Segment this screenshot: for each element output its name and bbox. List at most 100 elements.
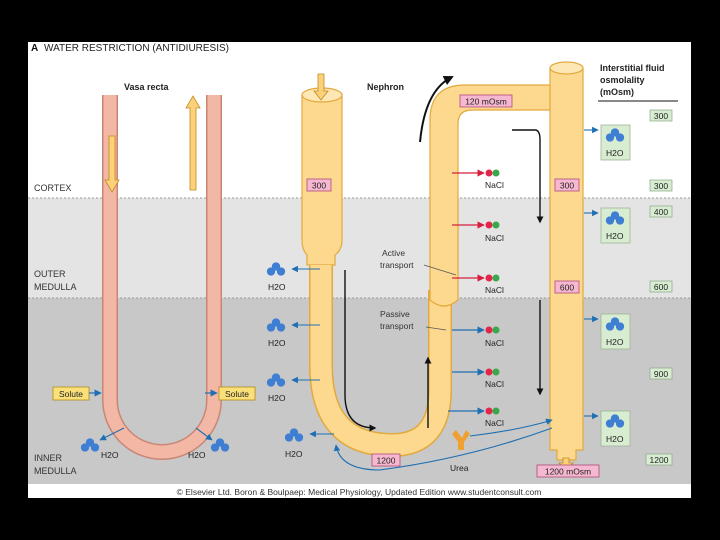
interstitial-box-2 xyxy=(649,179,673,192)
inner-medulla-zone xyxy=(28,298,691,484)
active-transport-label-1: Active xyxy=(382,248,405,258)
nacl-active-1: NaCl xyxy=(452,169,504,190)
vasa-up-arrow xyxy=(185,95,201,191)
flow-arrow-top xyxy=(419,75,454,143)
na-dot-active-2 xyxy=(485,221,493,229)
interstitial-value-4: 600 xyxy=(654,282,668,292)
water-label-cd-2: H2O xyxy=(606,231,624,241)
water-label-cd-3: H2O xyxy=(606,337,624,347)
interstitial-header-2: osmolality xyxy=(600,75,645,85)
descending-water-3: H2O xyxy=(266,373,320,403)
copyright-line: © Elsevier Ltd. Boron & Boulpaep: Medica… xyxy=(177,487,542,497)
inner-medulla-label-2: MEDULLA xyxy=(34,466,77,476)
inner-medulla-label-1: INNER xyxy=(34,453,63,463)
solute-box-right xyxy=(218,386,256,401)
nacl-active-2: NaCl xyxy=(452,221,504,243)
interstitial-column: Interstitial fluid osmolality (mOsm) 300… xyxy=(598,63,678,466)
solute-label-left: Solute xyxy=(59,389,83,399)
cl-dot-passive-1 xyxy=(492,326,500,334)
passive-transport-pointer xyxy=(425,326,447,331)
urea-icon xyxy=(452,430,470,450)
descending-water-4: H2O xyxy=(284,428,334,459)
water-label-desc-1: H2O xyxy=(268,282,286,292)
passive-transport-label-2: transport xyxy=(380,321,414,331)
flow-arrow-descending xyxy=(344,270,377,432)
interstitial-box-6 xyxy=(645,453,673,466)
urea-label: Urea xyxy=(450,463,469,473)
vasa-down-arrow xyxy=(104,135,120,193)
nacl-passive-1: NaCl xyxy=(452,326,504,348)
descending-water-1: H2O xyxy=(266,262,320,292)
interstitial-value-6: 1200 xyxy=(650,455,669,465)
water-label-desc-4: H2O xyxy=(285,449,303,459)
panel-letter: A xyxy=(31,43,38,54)
water-arrow-vasa-right xyxy=(195,427,213,441)
vasa-recta-title: Vasa recta xyxy=(124,82,170,92)
descending-water-2: H2O xyxy=(266,318,320,348)
collecting-300-box xyxy=(554,178,580,192)
loop-bottom-value: 1200 xyxy=(377,456,396,466)
nacl-active-3: NaCl xyxy=(452,274,504,295)
water-label-cd-1: H2O xyxy=(606,148,624,158)
loop-bottom-box xyxy=(371,453,401,467)
collecting-600-box xyxy=(554,280,580,294)
nacl-label-passive-3: NaCl xyxy=(485,418,504,428)
interstitial-box-4 xyxy=(649,280,673,293)
cl-dot-active-2 xyxy=(492,221,500,229)
loop-of-henle-fill xyxy=(310,265,451,456)
water-label-vasa-right: H2O xyxy=(188,450,206,460)
collecting-water-2: H2O xyxy=(584,207,631,244)
na-dot-passive-3 xyxy=(485,407,493,415)
cl-dot-passive-2 xyxy=(492,368,500,376)
cl-dot-active-1 xyxy=(492,169,500,177)
collecting-water-4: H2O xyxy=(584,410,631,447)
na-dot-passive-1 xyxy=(485,326,493,334)
cl-dot-passive-3 xyxy=(492,407,500,415)
nacl-label-active-2: NaCl xyxy=(485,233,504,243)
interstitial-box-5 xyxy=(649,367,673,380)
collecting-duct xyxy=(549,67,584,461)
nephron: Nephron 300 120 mOsm 300 600 1200 mOsm 1… xyxy=(266,61,631,478)
figure-title: WATER RESTRICTION (ANTIDIURESIS) xyxy=(44,43,229,54)
nacl-passive-2: NaCl xyxy=(452,368,504,389)
interstitial-box-3 xyxy=(649,205,673,218)
flow-arrow-distal xyxy=(512,129,544,224)
collecting-water-3: H2O xyxy=(584,313,631,350)
vasa-recta: Vasa recta Solute Solute H2O H2O xyxy=(52,82,256,460)
na-dot-active-3 xyxy=(485,274,493,282)
na-dot-active-1 xyxy=(485,169,493,177)
nacl-label-active-3: NaCl xyxy=(485,285,504,295)
proximal-inflow-arrow xyxy=(313,73,329,101)
urine-osm-box xyxy=(536,464,600,478)
interstitial-value-3: 400 xyxy=(654,207,668,217)
interstitial-header-1: Interstitial fluid xyxy=(600,63,665,73)
solute-label-right: Solute xyxy=(225,389,249,399)
water-label-desc-2: H2O xyxy=(268,338,286,348)
thick-ascending-limb xyxy=(429,84,556,307)
outer-medulla-label-1: OUTER xyxy=(34,269,66,279)
collecting-water-1: H2O xyxy=(584,124,631,161)
collecting-600-value: 600 xyxy=(560,283,574,293)
urea-shape xyxy=(452,430,470,450)
cortex-label: CORTEX xyxy=(34,183,71,193)
water-label-vasa-left: H2O xyxy=(101,450,119,460)
active-transport-label-2: transport xyxy=(380,260,414,270)
passive-transport-label-1: Passive xyxy=(380,309,410,319)
cortex-zone xyxy=(28,42,691,198)
vasa-recta-loop-fill xyxy=(103,95,221,459)
nacl-passive-3: NaCl xyxy=(448,407,504,428)
na-dot-passive-2 xyxy=(485,368,493,376)
interstitial-value-5: 900 xyxy=(654,369,668,379)
water-label-desc-3: H2O xyxy=(268,393,286,403)
proximal-value: 300 xyxy=(312,181,326,191)
footer-strip xyxy=(28,484,691,498)
cl-dot-active-3 xyxy=(492,274,500,282)
urea-to-collecting-arrow xyxy=(469,418,553,437)
nephron-title: Nephron xyxy=(367,82,404,92)
interstitial-value-2: 300 xyxy=(654,181,668,191)
active-transport-pointer xyxy=(423,264,457,276)
nacl-label-active-1: NaCl xyxy=(485,180,504,190)
water-label-cd-4: H2O xyxy=(606,434,624,444)
collecting-duct-top xyxy=(549,61,584,75)
